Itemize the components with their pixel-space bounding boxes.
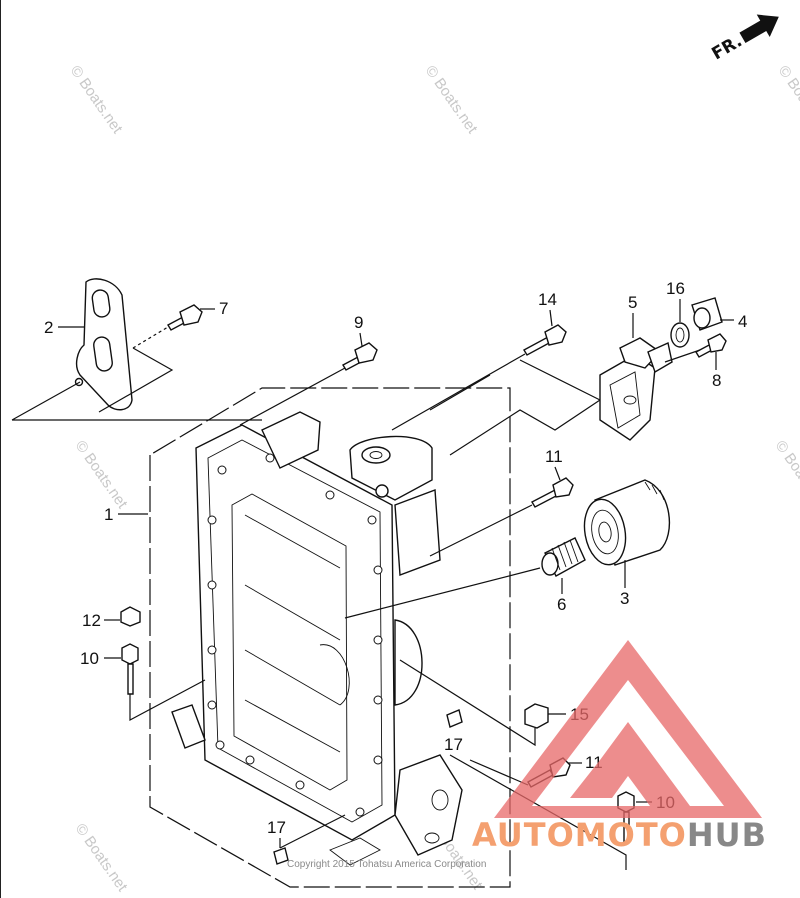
union-line: [344, 567, 541, 619]
callout-9: 9: [354, 313, 363, 332]
bolt-11-upper-line: [429, 504, 533, 557]
assembly-outline: [149, 387, 511, 888]
watermark-1: © Boats.net: [67, 63, 126, 138]
part-7-bolt: [167, 304, 203, 331]
callout-17-lower: 17: [267, 818, 286, 837]
part-16-o-ring: [670, 322, 690, 348]
callout-17-upper: 17: [444, 735, 463, 754]
callout-16: 16: [666, 279, 685, 298]
copyright-notice: Copyright 2015 Tohatsu America Corporati…: [287, 859, 486, 870]
part-6-union: [541, 537, 586, 577]
fr-label: FR.: [709, 31, 746, 64]
part-4-sensor: [691, 297, 723, 331]
bolt-11-lower-line: [449, 754, 627, 870]
bolt-9-line: [239, 367, 346, 426]
part-14-bolt: [523, 324, 567, 356]
part-8-bolt: [695, 333, 727, 358]
part-3-oil-filter: [583, 479, 671, 566]
callout-10-left: 10: [80, 649, 99, 668]
part-10-left-bolt: [121, 643, 139, 695]
callout-2: 2: [44, 318, 53, 337]
watermark-6: © Boats.net: [72, 821, 131, 896]
part-15-nut: [524, 703, 549, 729]
brand-logo: AUTOMOTOHUB: [472, 640, 767, 854]
housing-mount-lines: [429, 349, 701, 456]
callout-8: 8: [712, 371, 721, 390]
watermark-3: © Boats.net: [72, 438, 131, 513]
triangle-logo-icon: [494, 640, 762, 818]
part-1-main-plate: [171, 411, 463, 866]
part-12-cap: [120, 606, 141, 627]
bolt-10-left-line: [129, 679, 206, 721]
watermark-5: © Boats.net: [775, 63, 800, 138]
callout-7: 7: [219, 299, 228, 318]
pin-17-lower-line: [279, 814, 346, 849]
callout-3: 3: [620, 589, 629, 608]
part-2-bracket: [74, 278, 133, 411]
front-direction-marker: FR.: [709, 14, 779, 64]
part-9-bolt: [342, 342, 378, 371]
callout-11-upper: 11: [545, 447, 563, 466]
callout-12: 12: [82, 611, 101, 630]
callout-6: 6: [557, 595, 566, 614]
bolt-7-line: [132, 326, 169, 349]
callout-4: 4: [738, 312, 747, 331]
callout-14: 14: [538, 290, 557, 309]
part-11-upper-bolt: [531, 477, 574, 508]
part-17-lower-pin: [273, 847, 289, 865]
bracket-mount-lines: [11, 347, 262, 421]
part-17-upper-pin: [446, 709, 463, 728]
part-5-housing: [599, 337, 673, 441]
bolt-14-line: [391, 353, 526, 431]
arrow-right-icon: [739, 14, 779, 43]
brand-automoto: AUTOMOTOHUB: [472, 816, 767, 854]
callout-1: 1: [104, 505, 113, 524]
nut-15-line: [399, 659, 536, 747]
callout-5: 5: [628, 293, 637, 312]
watermark-4: © Boats.net: [772, 438, 800, 513]
watermark-2: © Boats.net: [422, 63, 481, 138]
